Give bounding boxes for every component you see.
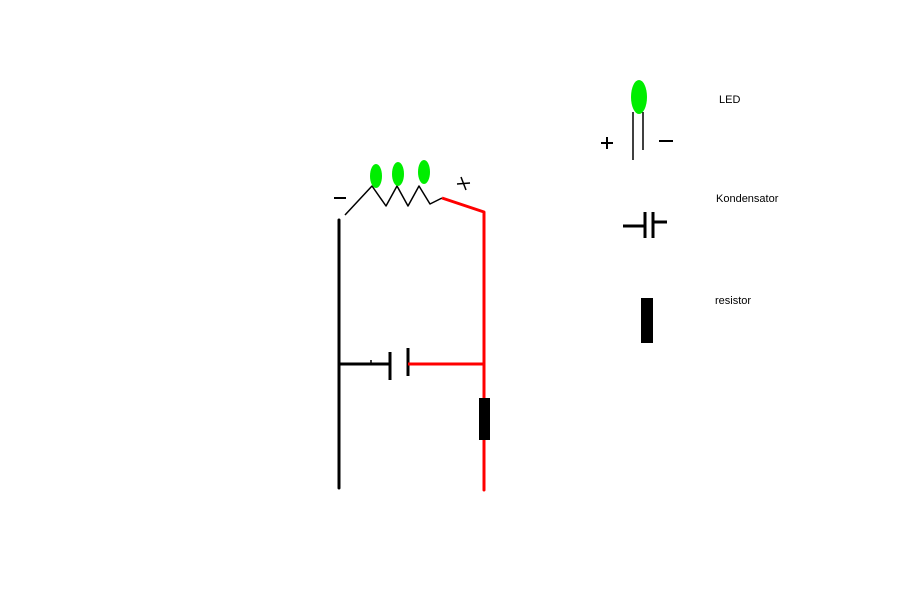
plus-sign-circuit-v — [460, 176, 467, 191]
resistor — [479, 398, 490, 440]
legend-led-icon — [631, 80, 647, 114]
led-chain-wiring — [344, 185, 443, 216]
led-1 — [370, 164, 382, 188]
led-3 — [418, 160, 430, 184]
legend-label-capacitor: Kondensator — [716, 193, 779, 205]
legend-label-led: LED — [719, 94, 741, 106]
legend-label-resistor: resistor — [715, 295, 752, 307]
legend-resistor-icon — [641, 298, 653, 343]
circuit — [334, 160, 490, 492]
positive-wire-top — [441, 196, 486, 398]
led-2 — [392, 162, 404, 186]
legend — [601, 80, 673, 343]
